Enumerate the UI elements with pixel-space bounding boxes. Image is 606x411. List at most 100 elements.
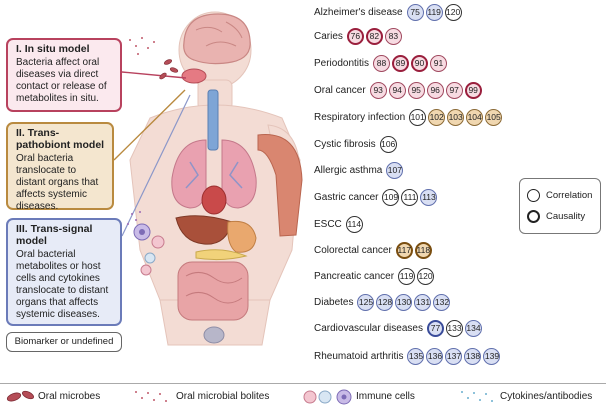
oral-microbes-label: Oral microbes (38, 391, 101, 402)
reference-circle: 119 (425, 3, 443, 21)
trans-signal-model-description: Oral bacterial metabolites or host cells… (16, 249, 109, 320)
metabolite-dots (129, 37, 155, 55)
trans-pathobiont-model-box: II. Trans-pathobiont model Oral bacteria… (6, 122, 114, 212)
disease-name: Rheumatoid arthritis (314, 350, 404, 362)
cytokines-antibodies-icon (461, 391, 493, 402)
disease-name: Respiratory infection (314, 111, 406, 123)
pancreas (195, 249, 248, 261)
disease-name: Pancreatic cancer (314, 270, 395, 282)
reference-circle: 82 (365, 27, 383, 45)
reference-circle: 114 (345, 215, 363, 233)
reference-circle: 90 (411, 54, 429, 72)
disease-name: Alzheimer's disease (314, 6, 403, 18)
immune-cells-label: Immune cells (356, 391, 415, 402)
in-situ-model-description: Bacteria affect oral diseases via direct… (16, 57, 107, 104)
bottom-legend-icons (6, 389, 493, 405)
legend-causality-label: Causality (546, 211, 586, 222)
legend-correlation-row: Correlation (527, 189, 592, 202)
disease-name: Allergic asthma (314, 164, 383, 176)
correlation-circle-icon (527, 189, 540, 202)
trans-pathobiont-model-description: Oral bacteria translocate to distant org… (16, 153, 99, 212)
reference-circle: 128 (376, 293, 394, 311)
reference-circle: 88 (373, 54, 391, 72)
reference-circle: 109 (382, 188, 400, 206)
in-situ-model-title: I. In situ model (16, 43, 90, 55)
immune-cell-cluster (133, 223, 165, 276)
reference-circle: 113 (420, 188, 438, 206)
reference-circle: 106 (379, 135, 397, 153)
reference-circle: 131 (414, 293, 432, 311)
reference-circle: 120 (417, 267, 435, 285)
reference-circle: 91 (430, 54, 448, 72)
reference-circle: 95 (407, 81, 425, 99)
reference-circle: 136 (426, 347, 444, 365)
reference-circle: 130 (395, 293, 413, 311)
immune-cells-icon (303, 389, 352, 405)
in-situ-model-box: I. In situ model Bacteria affect oral di… (6, 38, 122, 112)
reference-circle: 104 (466, 108, 484, 126)
reference-circle: 99 (464, 81, 482, 99)
reference-circle: 105 (485, 108, 503, 126)
reference-circle: 111 (401, 188, 419, 206)
reference-circle: 132 (433, 293, 451, 311)
cytokines-antibodies-label: Cytokines/antibodies (500, 391, 593, 402)
arm-muscle (257, 134, 303, 237)
reference-circle: 103 (447, 108, 465, 126)
reference-circle: 97 (445, 81, 463, 99)
reference-circle: 101 (409, 108, 427, 126)
reference-circle: 93 (369, 81, 387, 99)
legend-causality-row: Causality (527, 210, 585, 223)
reference-circle: 139 (483, 347, 501, 365)
reference-circle: 117 (395, 241, 413, 259)
brain (183, 13, 251, 65)
reference-type-legend: Correlation Causality (519, 178, 601, 234)
reference-circle: 89 (392, 54, 410, 72)
reference-circle: 102 (428, 108, 446, 126)
trans-pathobiont-model-title: II. Trans-pathobiont model (16, 127, 105, 151)
reference-circle: 120 (444, 3, 462, 21)
reference-circle: 96 (426, 81, 444, 99)
reference-circle: 137 (445, 347, 463, 365)
reference-circle: 119 (398, 267, 416, 285)
disease-name: Caries (314, 30, 343, 42)
trans-signal-model-box: III. Trans-signal model Oral bacterial m… (6, 218, 122, 326)
oral-microbes-cluster (159, 59, 179, 80)
stomach (227, 220, 257, 253)
disease-name: Colorectal cancer (314, 244, 392, 256)
causality-circle-icon (527, 210, 540, 223)
bladder (203, 326, 225, 344)
oral-microbial-bolites-label: Oral microbial bolites (176, 391, 270, 402)
reference-circle: 83 (384, 27, 402, 45)
biomarker-or-undefined-box: Biomarker or undefined (6, 332, 122, 352)
oral-microbial-bolites-icon (135, 391, 167, 402)
legend-correlation-label: Correlation (546, 190, 593, 201)
reference-circle: 77 (426, 319, 444, 337)
reference-circle: 133 (445, 319, 463, 337)
reference-circle: 107 (386, 161, 404, 179)
oral-microbes-icon (6, 390, 34, 402)
intestines (177, 261, 249, 321)
trans-signal-model-title: III. Trans-signal model (16, 223, 93, 247)
reference-circle: 118 (414, 241, 432, 259)
reference-circle: 94 (388, 81, 406, 99)
reference-circle: 76 (346, 27, 364, 45)
reference-circle: 75 (406, 3, 424, 21)
reference-circle: 135 (407, 347, 425, 365)
heart (201, 185, 227, 215)
bottom-legend: Oral microbes Oral microbial bolites Imm… (0, 383, 606, 410)
disease-name: Diabetes (314, 296, 354, 308)
liver (175, 215, 233, 245)
disease-name: Oral cancer (314, 84, 366, 96)
